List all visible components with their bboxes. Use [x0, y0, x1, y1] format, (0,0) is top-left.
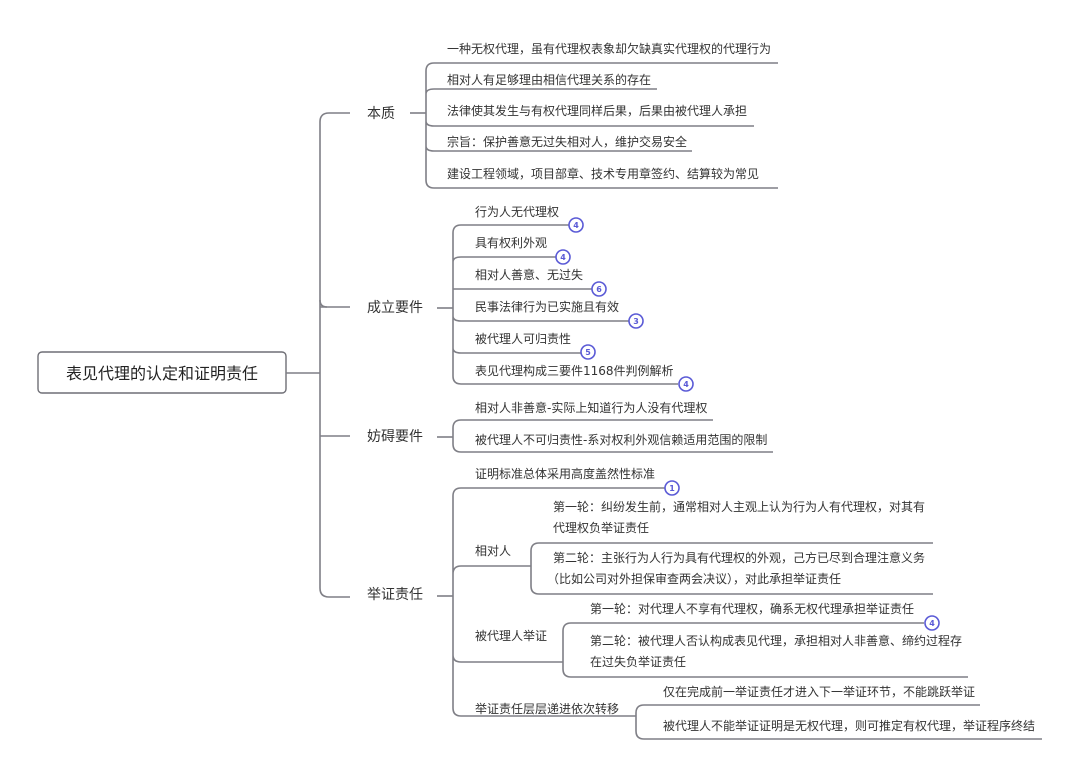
badge-circle: [924, 615, 940, 631]
leaf-underlines: [644, 704, 1042, 740]
badge-circle: [568, 217, 584, 233]
leaf-underlines: [539, 542, 933, 595]
leaf-label-line: 第二轮：主张行为人行为具有代理权的外观，己方已尽到合理注意义务: [553, 550, 925, 565]
leaf-node[interactable]: 具有权利外观: [475, 236, 547, 250]
branch-formation-elements[interactable]: 成立要件: [367, 300, 423, 316]
leaf-node[interactable]: 行为人无代理权: [475, 205, 559, 219]
leaf-node[interactable]: 第二轮：主张行为人行为具有代理权的外观，己方已尽到合理注意义务 （比如公司对外担…: [547, 550, 925, 586]
leaf-label-line: 第一轮：纠纷发生前，通常相对人主观上认为行为人有代理权，对其有: [553, 499, 925, 514]
leaf-label-line: 第一轮：对代理人不享有代理权，确系无权代理承担举证责任: [590, 601, 914, 616]
sub-branch-bracket: [530, 542, 540, 595]
leaf-label-line: 在过失负举证责任: [590, 654, 686, 669]
leaf-node[interactable]: 一种无权代理，虽有代理权表象却欠缺真实代理权的代理行为: [447, 41, 771, 56]
branch-label: 成立要件: [367, 300, 423, 316]
leaf-label: 相对人非善意-实际上知道行为人没有代理权: [475, 400, 707, 415]
leaf-node[interactable]: 宗旨：保护善意无过失相对人，维护交易安全: [447, 134, 687, 149]
count-badge[interactable]: 4: [555, 249, 571, 265]
trunk-joint: [319, 299, 328, 308]
leaf-label: 具有权利外观: [475, 236, 547, 250]
branch-bracket: [452, 419, 462, 453]
badge-count: 5: [585, 348, 591, 357]
leaf-node[interactable]: 表见代理构成三要件1168件判例解析: [475, 363, 674, 378]
branch-label: 举证责任: [367, 587, 423, 603]
leaf-node[interactable]: 第一轮：对代理人不享有代理权，确系无权代理承担举证责任: [590, 601, 914, 616]
badge-count: 4: [560, 253, 566, 262]
leaf-label: 表见代理构成三要件1168件判例解析: [475, 363, 674, 378]
leaf-label: 相对人善意、无过失: [475, 267, 583, 282]
count-badge[interactable]: 3: [628, 313, 644, 329]
badge-count: 3: [633, 317, 639, 326]
branch-label: 本质: [367, 106, 395, 122]
badge-count: 4: [683, 380, 689, 389]
leaf-node[interactable]: 相对人非善意-实际上知道行为人没有代理权: [475, 400, 707, 415]
badge-circle: [664, 480, 680, 496]
sub-branch-principal[interactable]: 被代理人举证: [475, 629, 547, 643]
leaf-label: 法律使其发生与有权代理同样后果，后果由被代理人承担: [447, 103, 747, 118]
root-node-label: 表见代理的认定和证明责任: [66, 364, 258, 383]
sub-branch-label: 相对人: [475, 544, 511, 558]
sub-branch-bracket: [628, 704, 645, 740]
count-badge[interactable]: 6: [591, 281, 607, 297]
badge-count: 1: [669, 484, 675, 493]
leaf-node[interactable]: 相对人善意、无过失: [475, 267, 583, 282]
count-badge[interactable]: 4: [678, 376, 694, 392]
root-node[interactable]: 表见代理的认定和证明责任: [37, 351, 287, 394]
leaf-label: 民事法律行为已实施且有效: [475, 299, 619, 314]
badge-circle: [591, 281, 607, 297]
leaf-label-line: 被代理人不能举证证明是无权代理，则可推定有权代理，举证程序终结: [663, 718, 1035, 733]
sub-branch-label: 举证责任层层递进依次转移: [475, 701, 619, 716]
branch-bracket: [452, 487, 462, 717]
leaf-node[interactable]: 法律使其发生与有权代理同样后果，后果由被代理人承担: [447, 103, 747, 118]
count-badge[interactable]: 5: [580, 344, 596, 360]
branch-essence[interactable]: 本质: [367, 106, 395, 122]
badge-circle: [678, 376, 694, 392]
leaf-underlines: [461, 224, 678, 385]
root-trunk: [319, 112, 350, 598]
sub-branch-label: 被代理人举证: [475, 629, 547, 643]
leaf-node[interactable]: 相对人有足够理由相信代理关系的存在: [447, 72, 651, 87]
branch-impediment-elements[interactable]: 妨碍要件: [367, 429, 423, 445]
leaf-underlines: [434, 62, 778, 189]
branch-burden-of-proof[interactable]: 举证责任: [367, 587, 423, 603]
branch-label: 妨碍要件: [367, 429, 423, 445]
leaf-label: 一种无权代理，虽有代理权表象却欠缺真实代理权的代理行为: [447, 41, 771, 56]
leaf-node[interactable]: 被代理人可归责性: [475, 332, 571, 346]
sub-branch-progressive-shift[interactable]: 举证责任层层递进依次转移: [475, 701, 619, 716]
leaf-label-line: 第二轮：被代理人否认构成表见代理，承担相对人非善意、缔约过程存: [590, 633, 962, 648]
leaf-label-line: （比如公司对外担保审查两会决议），对此承担举证责任: [547, 571, 841, 586]
leaf-label: 宗旨：保护善意无过失相对人，维护交易安全: [447, 134, 687, 149]
badge-circle: [580, 344, 596, 360]
badge-circle: [555, 249, 571, 265]
leaf-label: 行为人无代理权: [475, 205, 559, 219]
leaf-node[interactable]: 被代理人不能举证证明是无权代理，则可推定有权代理，举证程序终结: [663, 718, 1035, 733]
sub-branch-bracket: [562, 622, 572, 678]
leaf-node[interactable]: 被代理人不可归责性-系对权利外观信赖适用范围的限制: [475, 432, 767, 447]
badge-count: 4: [929, 619, 935, 628]
count-badge[interactable]: 1: [664, 480, 680, 496]
branch-bracket: [452, 224, 462, 385]
leaf-underlines: [461, 487, 665, 717]
leaf-label: 建设工程领域，项目部章、技术专用章签约、结算较为常见: [447, 166, 759, 181]
count-badge[interactable]: 4: [568, 217, 584, 233]
badge-count: 4: [573, 221, 579, 230]
branch-bracket: [425, 62, 435, 189]
leaf-node[interactable]: 第二轮：被代理人否认构成表见代理，承担相对人非善意、缔约过程存 在过失负举证责任: [590, 633, 962, 669]
leaf-underlines: [461, 419, 773, 453]
leaf-label: 证明标准总体采用高度盖然性标准: [475, 466, 655, 481]
leaf-node[interactable]: 建设工程领域，项目部章、技术专用章签约、结算较为常见: [447, 166, 759, 181]
leaf-node[interactable]: 第一轮：纠纷发生前，通常相对人主观上认为行为人有代理权，对其有 代理权负举证责任: [553, 499, 925, 535]
count-badge[interactable]: 4: [924, 615, 940, 631]
leaf-label: 相对人有足够理由相信代理关系的存在: [447, 72, 651, 87]
leaf-node[interactable]: 民事法律行为已实施且有效: [475, 299, 619, 314]
leaf-underlines: [571, 622, 968, 678]
badge-circle: [628, 313, 644, 329]
leaf-node[interactable]: 证明标准总体采用高度盖然性标准: [475, 466, 655, 481]
badge-count: 6: [596, 285, 602, 294]
leaf-node[interactable]: 仅在完成前一举证责任才进入下一举证环节，不能跳跃举证: [663, 684, 975, 699]
leaf-label-line: 仅在完成前一举证责任才进入下一举证环节，不能跳跃举证: [663, 684, 975, 699]
leaf-label-line: 代理权负举证责任: [553, 521, 649, 535]
leaf-label: 被代理人可归责性: [475, 332, 571, 346]
leaf-label: 被代理人不可归责性-系对权利外观信赖适用范围的限制: [475, 432, 767, 447]
sub-branch-counterparty[interactable]: 相对人: [475, 544, 511, 558]
